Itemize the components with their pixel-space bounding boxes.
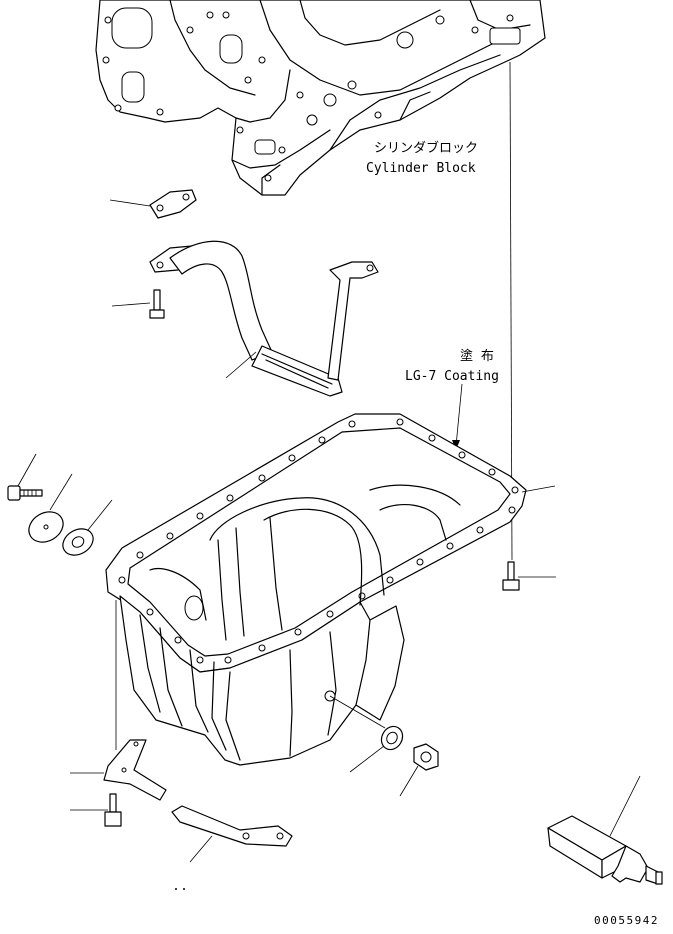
cylinder-block [95, 0, 546, 196]
drain-plug [413, 743, 439, 771]
cylinder-block-label-en: Cylinder Block [366, 161, 476, 176]
cover-plate [28, 511, 64, 543]
drain-washer [380, 725, 404, 751]
strainer-bolt [149, 289, 165, 319]
cylinder-block-label-jp: シリンダブロック [374, 140, 478, 156]
bracket-right [171, 805, 293, 847]
cover-bolt [7, 485, 43, 501]
bracket-bolt [104, 793, 122, 827]
drawing-number: 00055942 [594, 914, 659, 927]
coating-label-jp: 塗 布 [460, 348, 494, 364]
cover-gasket [62, 528, 94, 556]
bracket-left [103, 739, 167, 801]
pan-bolt [502, 561, 520, 591]
dipstick-guide [547, 815, 663, 885]
oil-strainer [149, 240, 379, 397]
coating-label-en: LG-7 Coating [405, 369, 499, 384]
oil-pan [105, 413, 527, 766]
strainer-gasket [149, 189, 197, 219]
